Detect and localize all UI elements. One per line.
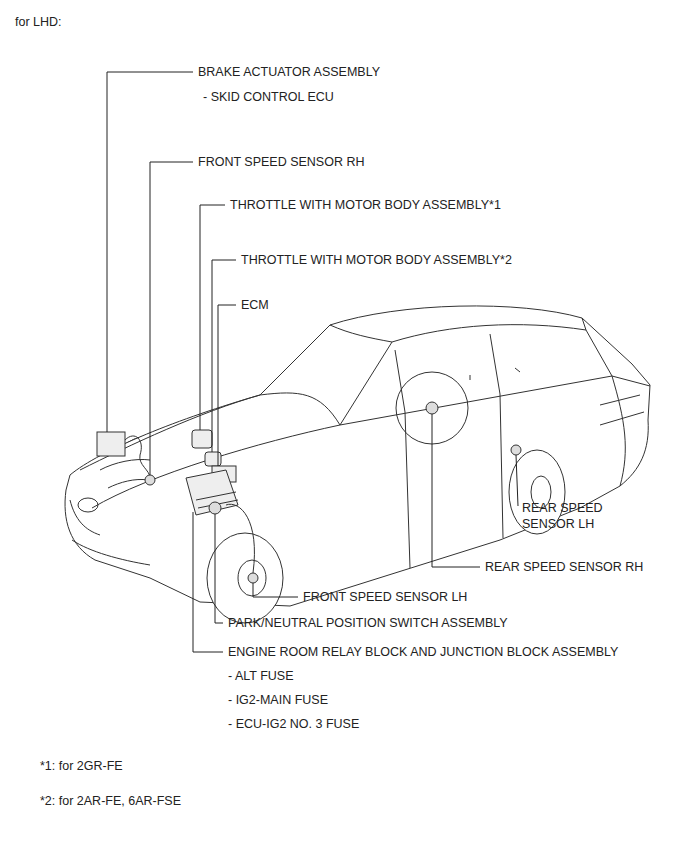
sub-part-name: - ALT FUSE <box>228 668 294 684</box>
rear-pillar <box>582 318 612 376</box>
part-name: PARK/NEUTRAL POSITION SWITCH ASSEMBLY <box>228 615 508 631</box>
leader-ecm <box>218 305 236 466</box>
front-wheel-lh <box>207 533 283 623</box>
hood-near-edge <box>92 425 340 508</box>
sub-part-name: - SKID CONTROL ECU <box>203 89 334 105</box>
front-speed-sensor-rh <box>145 475 155 485</box>
sub-part-name: - ECU-IG2 NO. 3 FUSE <box>228 716 359 732</box>
car-body <box>65 306 650 606</box>
part-name: REAR SPEED SENSOR RH <box>485 559 643 575</box>
roof-edge <box>392 325 586 342</box>
leader-front-speed-rh <box>150 162 193 475</box>
door-pillars <box>395 334 500 412</box>
front-bumper <box>70 500 150 565</box>
part-name: FRONT SPEED SENSOR RH <box>198 154 364 170</box>
part-name: THROTTLE WITH MOTOR BODY ASSEMBLY*2 <box>241 252 512 268</box>
part-name: FRONT SPEED SENSOR LH <box>303 589 467 605</box>
sensor-harness <box>226 504 254 573</box>
rear-speed-sensor-rh <box>426 402 438 414</box>
front-speed-sensor-lh <box>248 573 258 583</box>
door-handles <box>470 368 520 380</box>
rear-quarter <box>612 376 625 486</box>
footnote: *2: for 2AR-FE, 6AR-FSE <box>40 793 181 809</box>
throttle-body-1 <box>192 430 212 448</box>
rear-speed-sensor-lh <box>511 445 521 455</box>
throttle-body-2 <box>205 452 221 466</box>
grille-emblem <box>78 498 98 512</box>
front-hub-lh <box>238 560 266 596</box>
part-name: REAR SPEED SENSOR LH <box>522 500 637 532</box>
leader-front-speed-lh <box>253 583 298 597</box>
relay-block <box>186 470 238 515</box>
part-name: ENGINE ROOM RELAY BLOCK AND JUNCTION BLO… <box>228 644 618 660</box>
door-lines <box>405 394 503 568</box>
leader-rear-speed-rh <box>432 414 480 567</box>
leader-park-neutral <box>215 514 223 623</box>
park-neutral-switch <box>209 502 221 514</box>
actuator-pipes <box>125 436 150 478</box>
headlamp <box>100 459 150 488</box>
brake-actuator <box>97 432 125 456</box>
leader-rear-speed-lh <box>516 455 518 506</box>
sub-part-name: - IG2-MAIN FUSE <box>228 692 328 708</box>
windshield <box>330 325 392 425</box>
heading: for LHD: <box>15 14 62 30</box>
part-name: ECM <box>241 297 269 313</box>
leader-relay-block <box>193 512 223 652</box>
leader-throttle-2 <box>212 260 236 452</box>
beltline <box>340 376 650 425</box>
cowl <box>260 393 340 425</box>
part-name: THROTTLE WITH MOTOR BODY ASSEMBLY*1 <box>230 197 501 213</box>
leader-lines <box>107 72 518 652</box>
footnote: *1: for 2GR-FE <box>40 758 123 774</box>
tail-lamp <box>600 395 644 425</box>
part-name: BRAKE ACTUATOR ASSEMBLY <box>198 64 380 80</box>
